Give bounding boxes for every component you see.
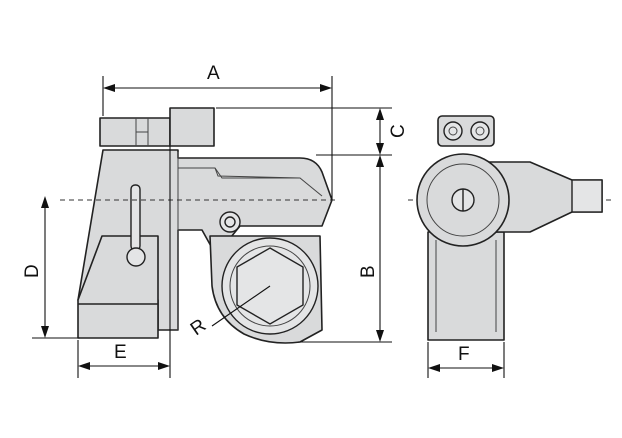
slot-pin bbox=[126, 247, 146, 267]
dimension-C: C bbox=[216, 107, 409, 156]
side-view bbox=[77, 107, 333, 344]
top-block bbox=[99, 117, 171, 147]
label-C: C bbox=[388, 124, 409, 138]
label-E: E bbox=[114, 342, 127, 363]
top-cap bbox=[169, 107, 215, 147]
pivot-inner bbox=[224, 216, 236, 228]
bolt-left bbox=[443, 121, 463, 141]
dimension-A: A bbox=[102, 63, 333, 200]
dimension-F: F bbox=[427, 342, 505, 378]
label-D: D bbox=[22, 264, 43, 278]
label-A: A bbox=[207, 63, 220, 84]
label-B: B bbox=[358, 265, 379, 278]
dimension-E: E bbox=[77, 146, 171, 378]
dimension-B: B bbox=[298, 155, 392, 343]
slot bbox=[130, 184, 141, 251]
end-lower-block bbox=[427, 231, 505, 341]
label-F: F bbox=[458, 344, 470, 365]
end-arm-tip bbox=[571, 179, 603, 213]
dimension-D: D bbox=[22, 196, 80, 339]
label-R: R bbox=[187, 315, 210, 340]
end-view bbox=[416, 115, 603, 341]
bolt-right bbox=[470, 121, 490, 141]
